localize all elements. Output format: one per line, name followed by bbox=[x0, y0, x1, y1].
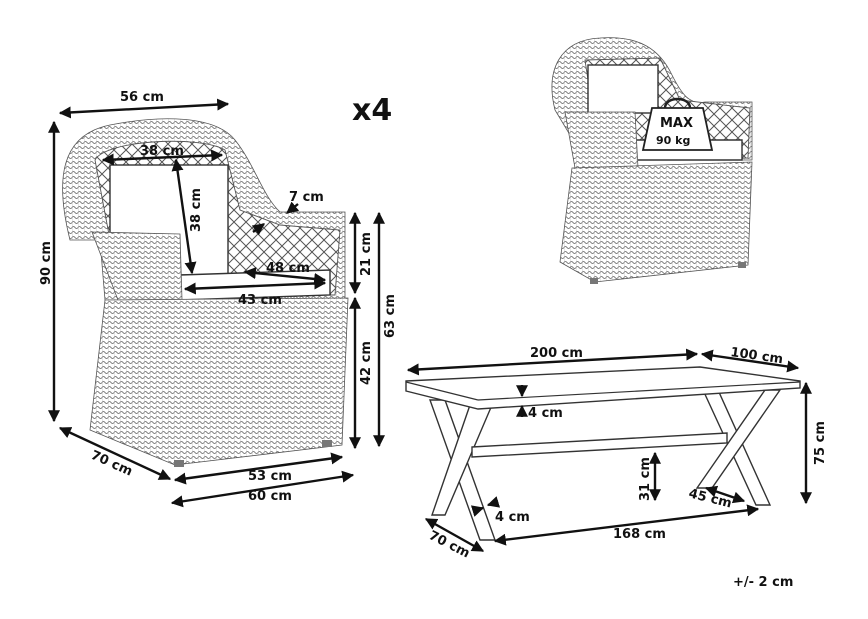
arm-thickness-label: 7 cm bbox=[289, 190, 324, 205]
stretcher-height-label: 31 cm bbox=[638, 457, 653, 501]
chair-load-illustration: MAX 90 kg bbox=[551, 37, 753, 284]
seat-depth-label: 48 cm bbox=[266, 261, 310, 276]
table-drawing bbox=[405, 366, 801, 541]
depth-arrow bbox=[58, 426, 172, 481]
table-stretcher bbox=[471, 432, 728, 458]
tolerance-note: +/- 2 cm bbox=[733, 575, 793, 590]
width-top-arrow bbox=[58, 98, 230, 119]
table-width-label: 100 cm bbox=[729, 345, 783, 367]
width-bottom-arrow bbox=[170, 470, 355, 508]
leg-depth-arrow bbox=[424, 517, 485, 553]
leg-span-label: 168 cm bbox=[613, 527, 666, 542]
arm-thickness-arrow bbox=[286, 201, 300, 214]
table-length-arrow bbox=[406, 348, 699, 376]
load-badge-line1: MAX bbox=[660, 116, 693, 131]
leg-thickness-arrow-left bbox=[470, 505, 485, 517]
backrest-height-arrow bbox=[171, 158, 197, 275]
arm-above-seat-label: 21 cm bbox=[359, 232, 374, 276]
seat-width-arrow bbox=[183, 277, 327, 295]
leg-spread-arrow bbox=[704, 485, 746, 504]
table-top bbox=[405, 366, 801, 410]
top-thickness-label: 4 cm bbox=[528, 406, 563, 421]
backrest-width-arrow bbox=[101, 149, 224, 166]
width-top-label: 56 cm bbox=[120, 90, 164, 105]
table-height-label: 75 cm bbox=[813, 421, 828, 465]
table-length-label: 200 cm bbox=[530, 346, 583, 361]
table-legs bbox=[429, 389, 782, 541]
seat-height-label: 42 cm bbox=[359, 341, 374, 385]
quantity-multiplier: x4 bbox=[352, 93, 392, 128]
seat-width-label: 43 cm bbox=[238, 293, 282, 308]
load-badge-line2: 90 kg bbox=[656, 134, 690, 147]
max-load-weight-icon: MAX 90 kg bbox=[641, 97, 714, 151]
height-total-label: 90 cm bbox=[39, 241, 54, 285]
table-dimensions: 200 cm 100 cm 4 cm 75 cm 31 cm 4 cm 45 c… bbox=[406, 345, 828, 561]
leg-thickness-arrow-right bbox=[486, 496, 501, 508]
width-bottom-label: 60 cm bbox=[248, 489, 292, 504]
leg-thickness-label: 4 cm bbox=[495, 510, 530, 525]
backrest-height-label: 38 cm bbox=[189, 188, 204, 232]
chair-dimensions: 56 cm x4 38 cm 38 cm 7 cm 48 cm 43 cm 90… bbox=[39, 90, 398, 508]
arm-height-label: 63 cm bbox=[383, 294, 398, 338]
leg-span-arrow bbox=[493, 504, 760, 546]
backrest-width-label: 38 cm bbox=[140, 144, 184, 159]
inner-width-label: 53 cm bbox=[248, 469, 292, 484]
table-width-arrow bbox=[700, 349, 800, 373]
chair-base bbox=[89, 297, 349, 466]
chair-drawing bbox=[62, 118, 349, 467]
